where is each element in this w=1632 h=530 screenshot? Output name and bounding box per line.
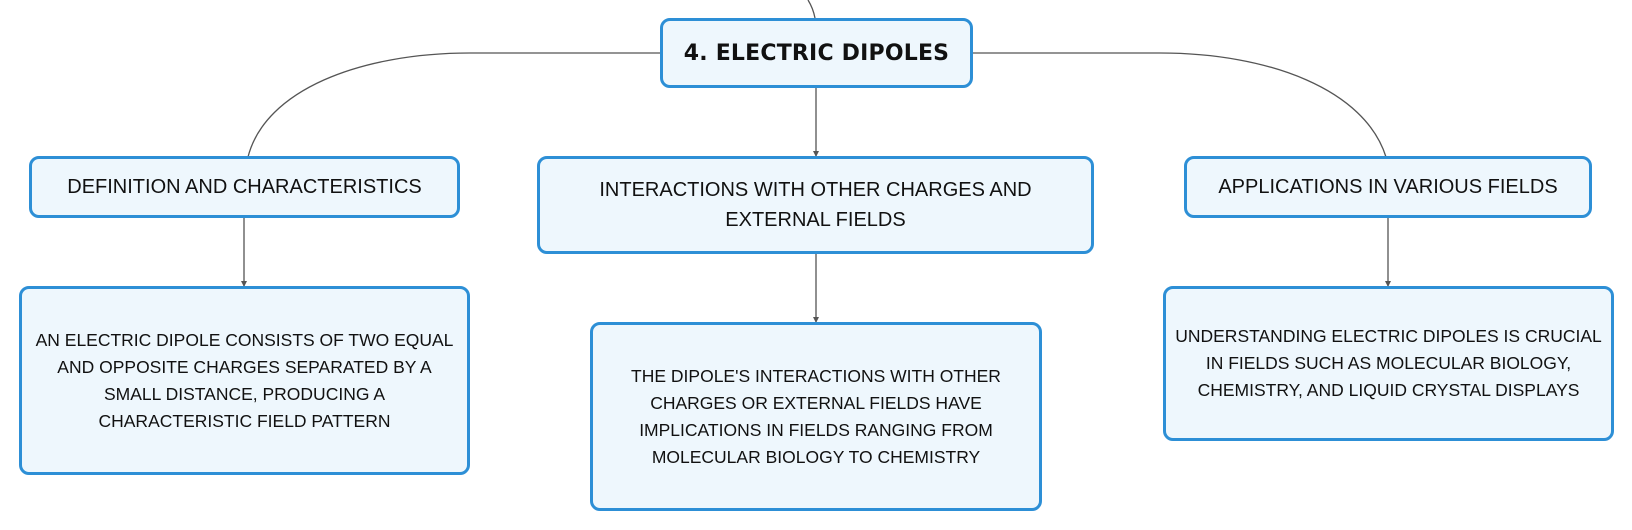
topic-node-definition[interactable]: DEFINITION AND CHARACTERISTICS <box>29 156 460 218</box>
detail-node-definition[interactable]: AN ELECTRIC DIPOLE CONSISTS OF TWO EQUAL… <box>19 286 470 475</box>
topic-node-applications[interactable]: APPLICATIONS IN VARIOUS FIELDS <box>1184 156 1592 218</box>
detail-node-interactions[interactable]: THE DIPOLE'S INTERACTIONS WITH OTHER CHA… <box>590 322 1042 511</box>
detail-node-applications[interactable]: UNDERSTANDING ELECTRIC DIPOLES IS CRUCIA… <box>1163 286 1614 441</box>
topic-label: INTERACTIONS WITH OTHER CHARGES AND EXTE… <box>599 179 1032 231</box>
topic-node-interactions[interactable]: INTERACTIONS WITH OTHER CHARGES AND EXTE… <box>537 156 1094 254</box>
detail-text: AN ELECTRIC DIPOLE CONSISTS OF TWO EQUAL… <box>35 329 454 431</box>
detail-text: THE DIPOLE'S INTERACTIONS WITH OTHER CHA… <box>631 365 1001 467</box>
connector-root-to-applications <box>971 52 1387 158</box>
topic-label: APPLICATIONS IN VARIOUS FIELDS <box>1218 176 1558 198</box>
topic-label: DEFINITION AND CHARACTERISTICS <box>67 176 422 198</box>
root-node[interactable]: 4. ELECTRIC DIPOLES <box>660 18 973 88</box>
incoming-connector <box>807 0 816 19</box>
root-label: 4. ELECTRIC DIPOLES <box>683 40 950 66</box>
detail-text: UNDERSTANDING ELECTRIC DIPOLES IS CRUCIA… <box>1175 326 1602 400</box>
connector-root-to-definition <box>247 52 662 158</box>
